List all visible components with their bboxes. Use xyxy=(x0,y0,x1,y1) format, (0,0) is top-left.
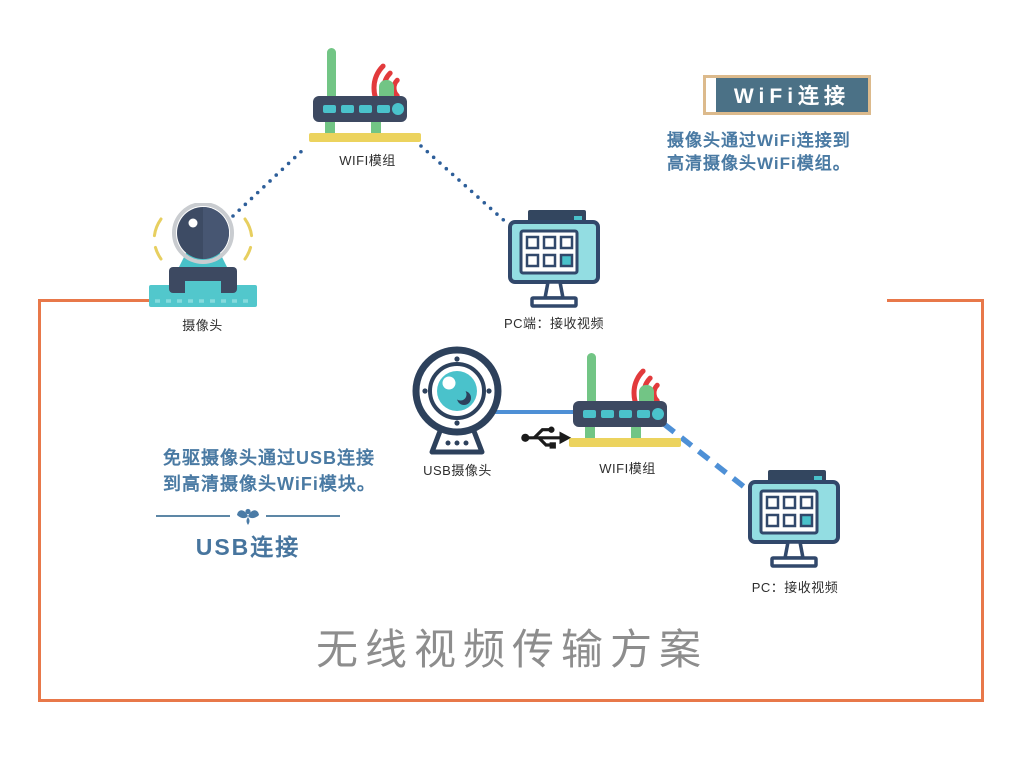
monitor-stand-neck xyxy=(542,280,566,300)
pc-monitor-icon xyxy=(508,210,600,308)
camera-accent-arc xyxy=(243,217,254,261)
wifi-description: 摄像头通过WiFi连接到 高清摄像头WiFi模组。 xyxy=(667,129,851,175)
wifi-router-icon xyxy=(569,353,681,447)
usb-camera-icon xyxy=(412,346,502,455)
pc-receive-label: PC：接收视频 xyxy=(751,580,839,595)
usb-description-line1: 免驱摄像头通过USB连接 xyxy=(163,448,376,468)
wifi-router-icon xyxy=(309,48,421,142)
ball-camera-icon xyxy=(149,203,257,307)
dotted-link-camera-to-router xyxy=(231,144,309,218)
router-leg xyxy=(325,120,335,135)
monitor-stand-base xyxy=(770,556,818,568)
divider-ornament-icon xyxy=(237,508,259,525)
orange-frame-top-right-segment xyxy=(887,299,984,302)
usb-divider xyxy=(156,506,340,526)
wifi-badge-fill: WiFi连接 xyxy=(716,78,868,112)
page-title: 无线视频传输方案 xyxy=(315,628,708,674)
router-base xyxy=(309,133,421,142)
ball-camera-label: 摄像头 xyxy=(182,318,223,333)
camera-accent-arc xyxy=(152,217,163,261)
monitor-stand-neck xyxy=(782,540,806,560)
router-leg xyxy=(631,425,641,440)
router-leg xyxy=(371,120,381,135)
dotted-link-router-to-pc xyxy=(419,144,510,226)
wifi-router-label: WIFI模组 xyxy=(599,461,656,476)
camera-highlight xyxy=(188,218,198,228)
router-leg xyxy=(585,425,595,440)
pc-monitor-icon xyxy=(748,470,840,568)
divider-rule-right xyxy=(266,515,340,517)
wifi-badge: WiFi连接 xyxy=(703,75,871,115)
monitor-stand-base xyxy=(530,296,578,308)
wifi-router-label: WIFI模组 xyxy=(339,153,396,168)
usb-description: 免驱摄像头通过USB连接 到高清摄像头WiFi模块。 xyxy=(163,445,376,497)
wifi-description-line2: 高清摄像头WiFi模组。 xyxy=(667,154,851,173)
wifi-badge-text: WiFi连接 xyxy=(733,85,851,108)
usb-section-title: USB连接 xyxy=(195,534,301,560)
dashed-link-router-to-pc xyxy=(662,421,759,500)
router-base xyxy=(569,438,681,447)
wifi-description-line1: 摄像头通过WiFi连接到 xyxy=(667,131,851,150)
orange-frame xyxy=(38,299,984,702)
camera-ring xyxy=(172,203,234,264)
usb-description-line2: 到高清摄像头WiFi模块。 xyxy=(163,474,376,494)
orange-frame-top-left-segment xyxy=(38,299,153,302)
pc-receive-label: PC端：接收视频 xyxy=(503,316,605,331)
usb-camera-label: USB摄像头 xyxy=(423,463,492,478)
router-antenna-tall xyxy=(327,48,336,103)
divider-rule-left xyxy=(156,515,230,517)
usb-plug-icon xyxy=(521,426,572,449)
router-antenna-tall xyxy=(587,353,596,408)
